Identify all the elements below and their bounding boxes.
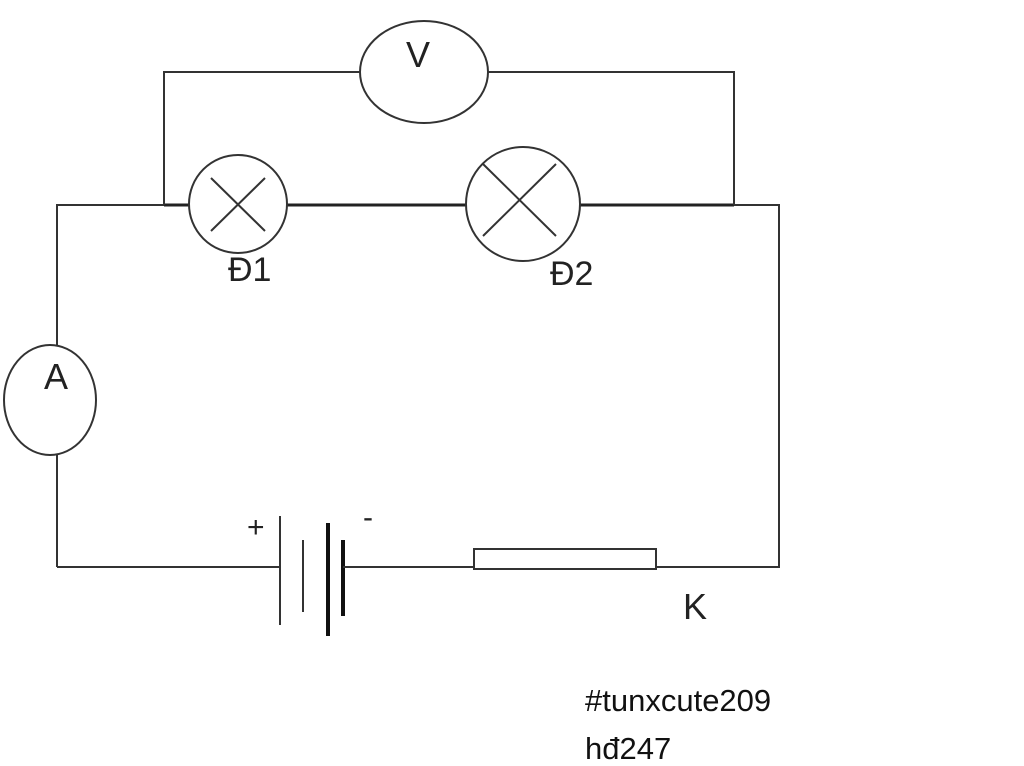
voltmeter: V: [359, 20, 489, 124]
site-caption: hđ247: [585, 731, 672, 766]
lamp1-label: Đ1: [228, 251, 271, 289]
lamp-d2: [465, 146, 581, 262]
battery-minus-label: -: [363, 501, 373, 534]
switch-label: K: [683, 586, 707, 627]
lamp-d1: [188, 154, 288, 254]
lamp2-label: Đ2: [550, 255, 593, 293]
battery-plus-label: +: [247, 511, 265, 544]
battery: [279, 516, 354, 636]
hashtag-caption: #tunxcute209: [585, 683, 772, 718]
main-circuit-wires: [56, 203, 780, 568]
ammeter-label: A: [44, 356, 68, 397]
ammeter: A: [3, 344, 97, 456]
voltmeter-branch-wires: [163, 71, 735, 205]
switch-k: [473, 548, 657, 570]
voltmeter-label: V: [406, 34, 430, 75]
